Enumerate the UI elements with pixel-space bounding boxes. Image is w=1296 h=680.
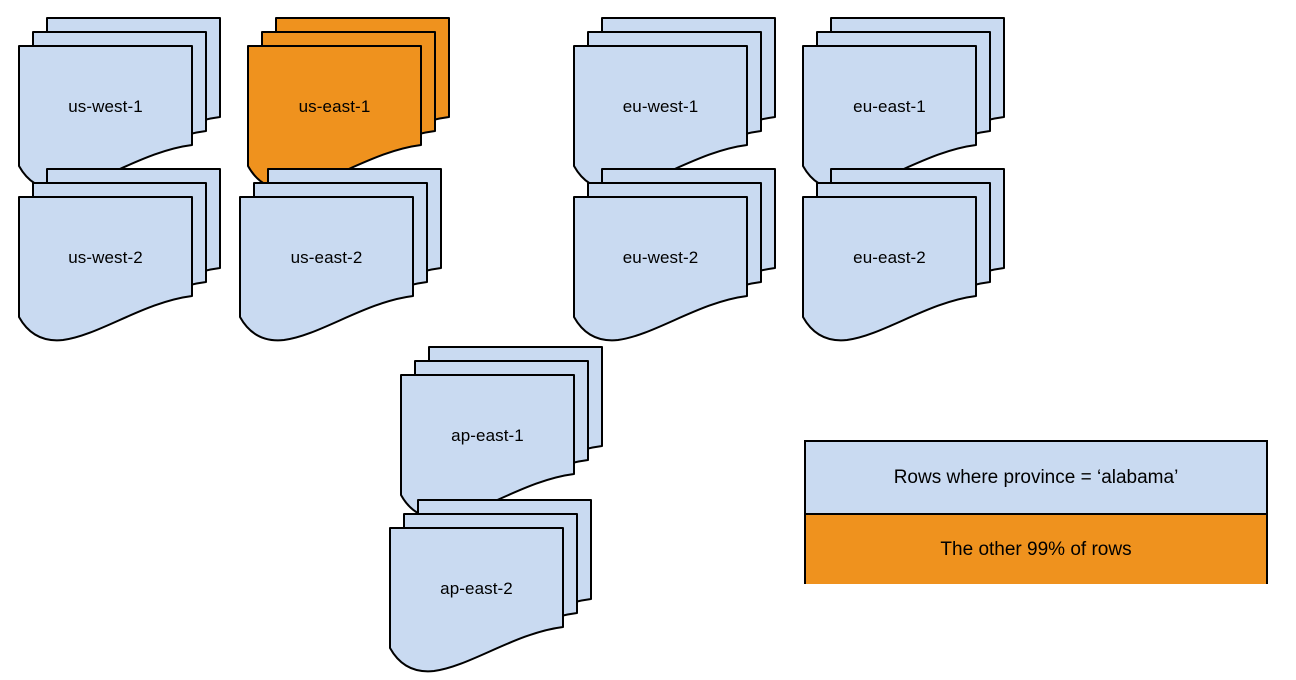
region-stack-eu-west-2[interactable]: eu-west-2 — [573, 168, 779, 342]
legend-label-matching-rows: Rows where province = ‘alabama’ — [893, 466, 1179, 488]
document-front-sheet — [239, 196, 414, 342]
document-stack-shape — [573, 17, 776, 191]
document-stack-shape — [573, 168, 776, 342]
region-stack-us-east-1[interactable]: us-east-1 — [247, 17, 453, 191]
document-stack-shape — [239, 168, 442, 342]
document-front-sheet — [573, 196, 748, 342]
document-front-sheet — [400, 374, 575, 520]
document-stack-shape — [802, 17, 1005, 191]
legend-label-other-rows: The other 99% of rows — [940, 538, 1132, 560]
legend-box: Rows where province = ‘alabama’ The other… — [804, 440, 1268, 584]
document-front-sheet — [389, 527, 564, 673]
region-stack-us-west-1[interactable]: us-west-1 — [18, 17, 224, 191]
region-stack-eu-east-1[interactable]: eu-east-1 — [802, 17, 1008, 191]
document-front-sheet — [247, 45, 422, 191]
region-stack-us-west-2[interactable]: us-west-2 — [18, 168, 224, 342]
document-stack-shape — [18, 17, 221, 191]
legend-row-matching-rows: Rows where province = ‘alabama’ — [806, 442, 1266, 515]
document-stack-shape — [802, 168, 1005, 342]
region-stack-ap-east-1[interactable]: ap-east-1 — [400, 346, 606, 520]
document-front-sheet — [802, 196, 977, 342]
document-stack-shape — [400, 346, 603, 520]
region-stack-eu-east-2[interactable]: eu-east-2 — [802, 168, 1008, 342]
document-stack-shape — [18, 168, 221, 342]
region-stack-us-east-2[interactable]: us-east-2 — [239, 168, 445, 342]
document-front-sheet — [573, 45, 748, 191]
document-front-sheet — [18, 45, 193, 191]
document-front-sheet — [18, 196, 193, 342]
document-stack-shape — [389, 499, 592, 673]
legend-row-other-rows: The other 99% of rows — [806, 515, 1266, 584]
region-stack-ap-east-2[interactable]: ap-east-2 — [389, 499, 595, 673]
region-stack-eu-west-1[interactable]: eu-west-1 — [573, 17, 779, 191]
document-front-sheet — [802, 45, 977, 191]
document-stack-shape — [247, 17, 450, 191]
